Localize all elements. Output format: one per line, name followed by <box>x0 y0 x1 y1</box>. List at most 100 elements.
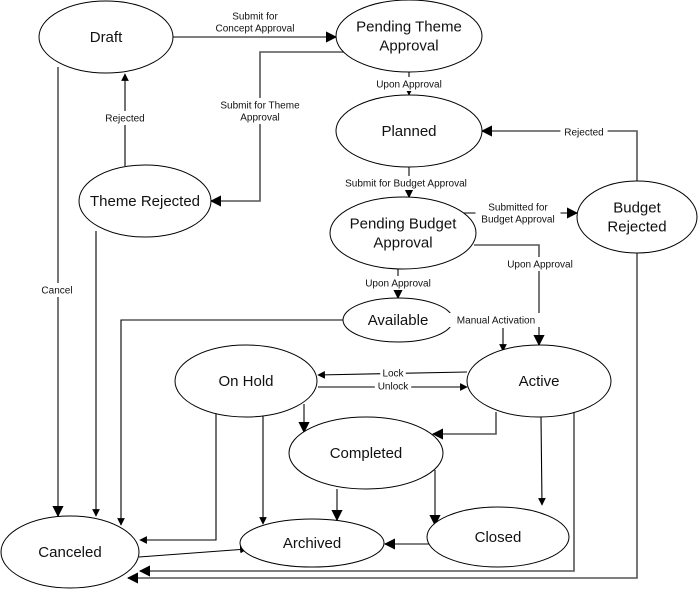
edge-label-background <box>101 111 149 125</box>
state-canceled: Canceled <box>0 515 140 589</box>
edge-label-pending-budget-to-available: Upon Approval <box>360 276 436 290</box>
state-shape <box>426 506 570 568</box>
edge-label-text: Cancel <box>41 286 72 297</box>
state-shape <box>576 180 698 254</box>
state-label: Pending Budget <box>350 216 458 233</box>
edge-label-text: Unlock <box>378 382 410 393</box>
state-label: Completed <box>330 445 403 462</box>
edge-label-on-hold-to-active: Unlock <box>374 379 412 393</box>
edge-label-background <box>374 379 412 393</box>
edge-label-background <box>475 200 561 226</box>
edge-label-background <box>371 77 447 91</box>
state-shape <box>239 518 385 568</box>
edge-active-to-closed <box>538 416 546 506</box>
state-active: Active <box>466 344 612 418</box>
edge-pending-budget-to-active <box>474 244 545 347</box>
edge-label-draft-to-canceled: Cancel <box>38 283 76 297</box>
edge-label-budget-rejected-to-planned: Rejected <box>560 125 608 139</box>
edge-label-text: Submit for Budget Approval <box>345 179 467 190</box>
state-shape <box>466 344 612 418</box>
edge-label-text: Rejected <box>105 114 144 125</box>
state-label: Canceled <box>38 544 101 561</box>
edge-line <box>480 125 638 181</box>
edge-label-background <box>560 125 608 139</box>
state-planned: Planned <box>335 94 483 168</box>
edge-line <box>138 412 575 577</box>
state-label: Planned <box>381 123 436 140</box>
edge-label-text: Concept Approval <box>216 24 295 35</box>
state-label: Archived <box>283 535 341 552</box>
edge-label-background <box>448 313 544 327</box>
state-shape <box>0 515 140 589</box>
edge-label-background <box>38 283 76 297</box>
state-shape <box>78 164 212 238</box>
edge-line <box>209 51 346 207</box>
edge-active-to-completed <box>431 412 497 440</box>
state-on-hold: On Hold <box>174 344 318 418</box>
state-label: On Hold <box>218 373 273 390</box>
state-label: Draft <box>90 29 123 46</box>
edge-on-hold-to-canceled <box>139 411 217 544</box>
edge-line <box>138 545 248 558</box>
edge-label-text: Submit for Theme <box>220 101 300 112</box>
edge-label-text: Submitted for <box>488 203 548 214</box>
state-label: Theme Rejected <box>90 193 200 210</box>
edge-label-pending-budget-to-active: Upon Approval <box>502 257 578 271</box>
edge-canceled-to-archived <box>138 545 248 558</box>
edge-label-text: Rejected <box>564 128 603 139</box>
state-completed: Completed <box>288 416 444 490</box>
state-archived: Archived <box>239 518 385 568</box>
edge-label-text: Lock <box>382 369 404 380</box>
edge-label-text: Submit for <box>232 12 278 23</box>
edge-label-background <box>209 9 301 35</box>
edge-available-to-canceled <box>117 319 343 526</box>
edge-line <box>117 319 343 526</box>
edge-label-text: Approval <box>240 113 279 124</box>
edge-label-text: Upon Approval <box>376 80 442 91</box>
edge-label-background <box>380 366 406 380</box>
edge-label-active-to-on-hold: Lock <box>380 366 406 380</box>
edge-label-text: Upon Approval <box>507 260 573 271</box>
state-label: Approval <box>379 38 438 55</box>
edge-label-planned-to-pending-budget: Submit for Budget Approval <box>333 176 479 190</box>
state-label: Budget <box>613 200 661 217</box>
state-label: Rejected <box>607 219 666 236</box>
state-shape <box>288 416 444 490</box>
edge-label-text: Upon Approval <box>365 279 431 290</box>
state-label: Active <box>519 373 560 390</box>
state-label: Available <box>368 312 429 329</box>
state-shape <box>38 0 174 74</box>
edge-line <box>126 253 638 584</box>
edge-line <box>431 412 497 440</box>
state-shape <box>335 94 483 168</box>
edge-label-background <box>333 176 479 190</box>
state-shape <box>329 196 477 270</box>
edge-budget-rejected-to-planned <box>480 125 638 181</box>
state-available: Available <box>342 297 454 343</box>
edge-label-text: Budget Approval <box>481 215 554 226</box>
edge-line <box>474 244 545 347</box>
edge-label-background <box>214 98 306 124</box>
state-label: Closed <box>475 529 522 546</box>
edge-pending-theme-to-theme-rejected <box>209 51 346 207</box>
edge-label-theme-rejected-to-draft: Rejected <box>101 111 149 125</box>
state-label: Approval <box>373 235 432 252</box>
edge-label-available-to-active: Manual Activation <box>448 313 544 327</box>
edge-label-background <box>360 276 436 290</box>
state-draft: Draft <box>38 0 174 74</box>
state-closed: Closed <box>426 506 570 568</box>
edge-label-pending-theme-to-planned: Upon Approval <box>371 77 447 91</box>
edge-label-text: Manual Activation <box>457 316 535 327</box>
edge-budget-rejected-to-canceled <box>126 253 638 584</box>
state-theme-rejected: Theme Rejected <box>78 164 212 238</box>
edge-line <box>538 416 546 506</box>
state-label: Pending Theme <box>356 19 462 36</box>
state-shape <box>174 344 318 418</box>
